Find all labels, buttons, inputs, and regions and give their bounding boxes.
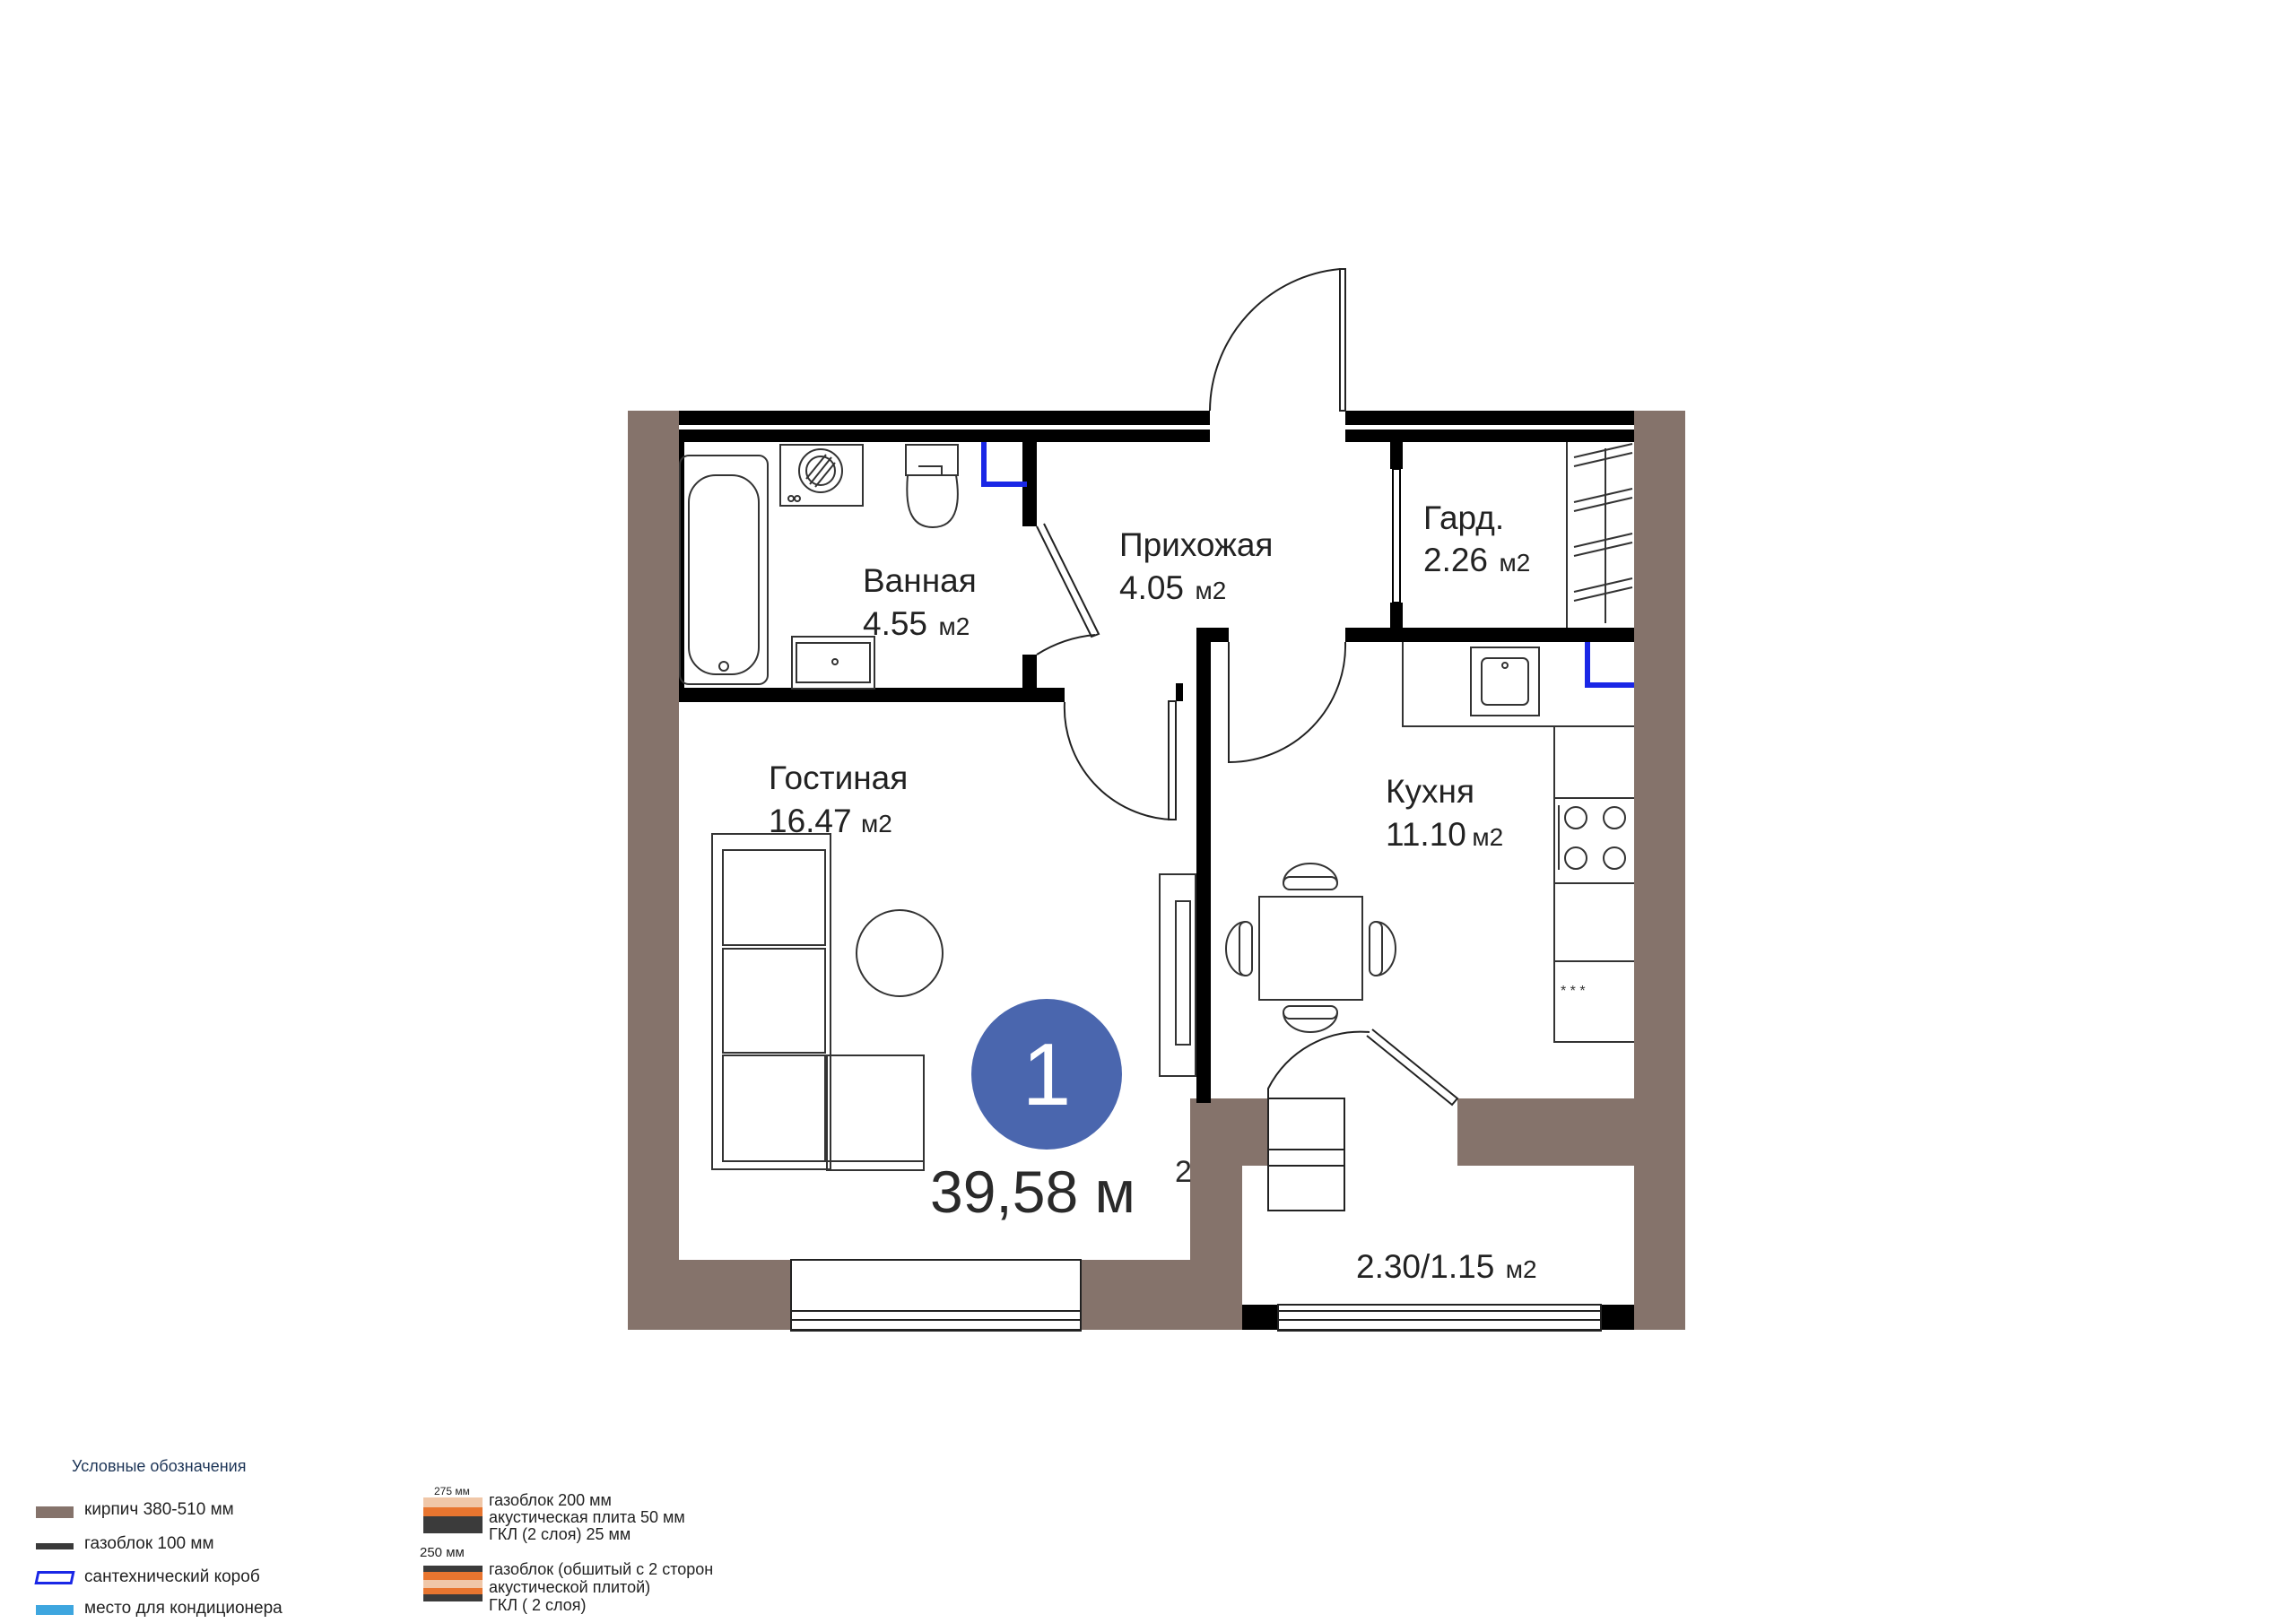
living-name: Гостиная [769, 759, 908, 796]
living-furniture [711, 833, 1196, 1171]
partition-walls [679, 411, 1634, 1330]
wardrobe-name: Гард. [1423, 499, 1504, 536]
total-area-sup: 2 [1175, 1155, 1192, 1189]
windows [790, 1098, 1602, 1332]
bathroom-unit: м2 [938, 612, 970, 640]
living-area-line: 16.47 м2 [769, 803, 892, 839]
hallway-unit: м2 [1195, 577, 1226, 604]
kitchen-area-line: 11.10 м2 [1386, 816, 1503, 853]
wall-type-1-line-2: акустическая плита 50 мм [489, 1508, 685, 1526]
wall-type-1-thickness: 275 мм [434, 1485, 470, 1497]
hallway-area-line: 4.05 м2 [1119, 569, 1226, 606]
plumbing-shafts [981, 442, 1634, 688]
living-unit: м2 [861, 810, 892, 838]
legend-brick-label: кирпич 380-510 мм [84, 1500, 234, 1519]
bathroom-area-line: 4.55 м2 [863, 605, 970, 642]
wall-type-2-thickness: 250 мм [420, 1545, 465, 1560]
legend-plumbing-label: сантехнический короб [84, 1567, 260, 1586]
balcony-area: 2.30/1.15 [1356, 1248, 1494, 1285]
plumbing-box-swatch [34, 1571, 75, 1584]
wall-type-1-swatch [423, 1497, 483, 1533]
wardrobe-area: 2.26 [1423, 542, 1488, 578]
ac-place-swatch [36, 1605, 74, 1615]
kitchen-fixtures: * * * [1225, 642, 1634, 1043]
wall-type-2-line-3: ГКЛ ( 2 слоя) [489, 1596, 587, 1614]
total-area: 39,58 м [930, 1159, 1135, 1225]
bathroom-name: Ванная [863, 562, 977, 599]
kitchen-area: 11.10 [1386, 816, 1466, 853]
wall-type-2-line-2: акустической плитой) [489, 1578, 651, 1596]
legend-title: Условные обозначения [72, 1457, 247, 1475]
wall-type-2-swatch [423, 1566, 483, 1601]
doors [1036, 268, 1459, 1107]
hallway-area: 4.05 [1119, 569, 1184, 606]
balcony-area-line: 2.30/1.15 м2 [1356, 1248, 1537, 1285]
legend-gasblock-label: газоблок 100 мм [84, 1534, 214, 1553]
apartment-number-badge [971, 999, 1122, 1150]
kitchen-unit: м2 [1472, 823, 1503, 851]
brick-walls [628, 411, 1685, 1330]
svg-text:* * *: * * * [1561, 984, 1586, 999]
kitchen-name: Кухня [1386, 773, 1474, 810]
wall-type-2-line-1: газоблок (обшитый с 2 сторон [489, 1560, 714, 1578]
wardrobe-shelves [1566, 442, 1633, 628]
living-area: 16.47 [769, 803, 852, 839]
brick-swatch [36, 1506, 74, 1518]
hallway-name: Прихожая [1119, 526, 1273, 563]
wardrobe-area-line: 2.26 м2 [1423, 542, 1530, 578]
legend-ac-label: место для кондиционера [84, 1599, 283, 1618]
wardrobe-unit: м2 [1499, 549, 1530, 577]
wall-outlines [1392, 468, 1401, 603]
gasblock-swatch [36, 1543, 74, 1549]
balcony-unit: м2 [1506, 1255, 1537, 1283]
bathroom-fixtures [679, 444, 959, 690]
wall-type-1-line-1: газоблок 200 мм [489, 1491, 612, 1509]
wall-type-1-line-3: ГКЛ (2 слоя) 25 мм [489, 1525, 631, 1543]
bathroom-area: 4.55 [863, 605, 927, 642]
apartment-number: 1 [1022, 1025, 1072, 1124]
